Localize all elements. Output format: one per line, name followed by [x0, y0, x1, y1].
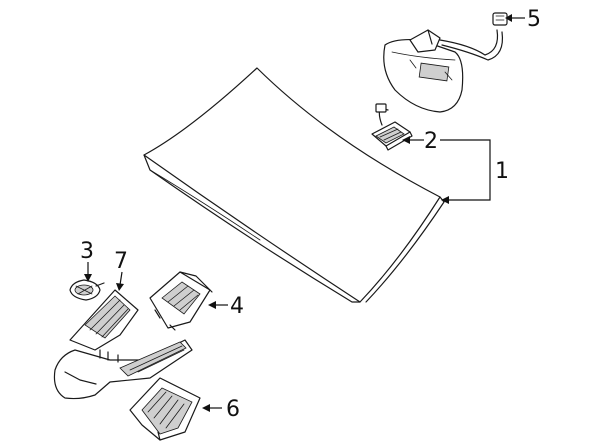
leader-lines — [84, 14, 525, 412]
callout-4: 4 — [230, 294, 244, 319]
rain-sensor — [371, 103, 413, 151]
bracket-cover-part-7 — [53, 289, 193, 400]
camera-module-part-4 — [149, 271, 213, 331]
sensor-part-3 — [69, 279, 105, 301]
windshield-glass — [143, 67, 445, 303]
rear-view-mirror — [383, 12, 508, 113]
callout-7: 7 — [114, 249, 128, 274]
callout-5: 5 — [527, 7, 541, 32]
lower-cover-part-6 — [129, 377, 201, 441]
callout-2: 2 — [424, 129, 438, 154]
callout-1: 1 — [495, 159, 509, 184]
callout-3: 3 — [80, 239, 94, 264]
callout-6: 6 — [226, 397, 240, 422]
